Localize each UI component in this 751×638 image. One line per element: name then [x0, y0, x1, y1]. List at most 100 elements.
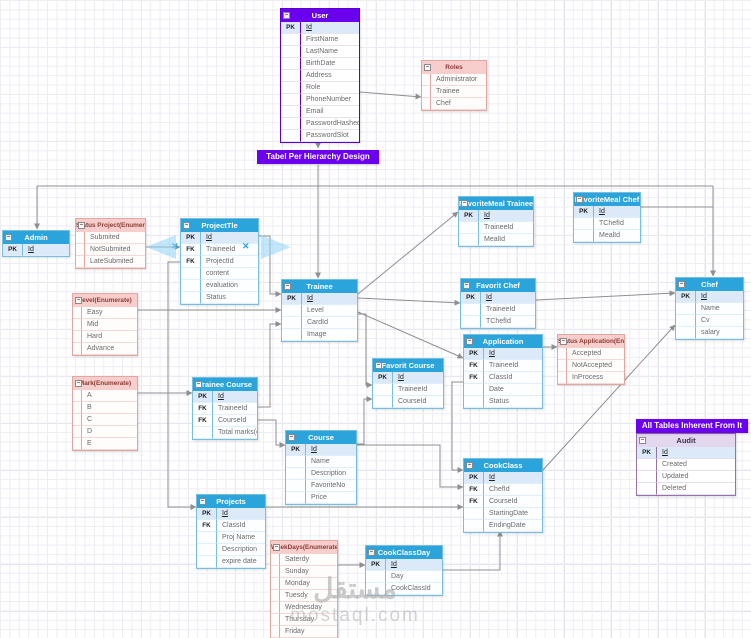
connector-projecttle-projects[interactable] [167, 261, 197, 510]
entity-row[interactable]: C [73, 414, 137, 426]
entity-row[interactable]: Name [676, 303, 743, 315]
collapse-icon[interactable]: – [183, 222, 190, 229]
entity-row[interactable]: expire date [197, 556, 265, 568]
entity-row[interactable]: Status [181, 292, 258, 304]
entity-title-status-application[interactable]: –Status Application(Enumerate) [558, 335, 624, 348]
entity-row[interactable]: FirstName [281, 34, 359, 46]
entity-title-level-enum[interactable]: –Level(Enumerate) [73, 294, 137, 307]
collapse-icon[interactable]: – [576, 196, 583, 203]
entity-row[interactable]: PasswordSlot [281, 130, 359, 142]
entity-row[interactable]: B [73, 402, 137, 414]
entity-row[interactable]: TChefId [461, 316, 535, 328]
entity-title-roles[interactable]: –Roles [422, 61, 486, 74]
entity-title-favorit-chef[interactable]: –Favorit Chef [461, 279, 535, 292]
entity-row[interactable]: MealId [574, 230, 640, 242]
entity-row[interactable]: CardId [282, 317, 357, 329]
entity-row[interactable]: Cv [676, 315, 743, 327]
nav-arrow-right-icon[interactable] [261, 235, 291, 259]
entity-row[interactable]: CourseId [373, 396, 443, 408]
collapse-icon[interactable]: – [375, 362, 382, 369]
entity-title-trainee[interactable]: –Trainee [282, 280, 357, 293]
entity-row[interactable]: TraineeId [461, 304, 535, 316]
entity-title-projects[interactable]: –Projects [197, 495, 265, 508]
inheritance-note-label[interactable]: All Tables Inherent From It [636, 419, 748, 433]
collapse-icon[interactable]: – [75, 380, 82, 387]
entity-row[interactable]: MealId [459, 234, 533, 246]
collapse-icon[interactable]: – [283, 12, 290, 19]
entity-row[interactable]: Description [286, 468, 356, 480]
connector-application-cookclass[interactable] [451, 381, 464, 473]
entity-row[interactable]: TraineeId [459, 222, 533, 234]
connector-trainee-favoritchef[interactable] [357, 297, 461, 306]
entity-title-projecttle[interactable]: –ProjectTle [181, 219, 258, 232]
entity-row[interactable]: E [73, 438, 137, 450]
entity-row[interactable]: Total marks(enum) [193, 427, 257, 439]
collapse-icon[interactable]: – [284, 283, 291, 290]
collapse-icon[interactable]: – [463, 282, 470, 289]
entity-row[interactable]: EndingDate [464, 520, 542, 532]
entity-row[interactable]: TraineeId [373, 384, 443, 396]
collapse-icon[interactable]: – [5, 234, 12, 241]
entity-row[interactable]: Description [197, 544, 265, 556]
entity-row[interactable]: Sunday [271, 566, 337, 578]
entity-row[interactable]: Advance [73, 343, 137, 355]
entity-title-cookclass[interactable]: –CookClass [464, 459, 542, 472]
connector-user-roles[interactable] [359, 91, 422, 100]
entity-row[interactable]: D [73, 426, 137, 438]
collapse-icon[interactable]: – [639, 437, 646, 444]
entity-row[interactable]: Submited [76, 232, 145, 244]
collapse-icon[interactable]: – [288, 434, 295, 441]
collapse-icon[interactable]: – [368, 549, 375, 556]
collapse-icon[interactable]: – [273, 544, 280, 551]
entity-row[interactable]: Administrator [422, 74, 486, 86]
collapse-icon[interactable]: – [466, 462, 473, 469]
connector-traineecourse-course[interactable] [258, 419, 286, 448]
entity-row[interactable]: Role [281, 82, 359, 94]
entity-row[interactable]: Day [366, 571, 442, 583]
entity-title-mark-enum[interactable]: –Mark(Enumerate) [73, 377, 137, 390]
entity-row[interactable]: Status [464, 396, 542, 408]
entity-row[interactable]: Proj Name [197, 532, 265, 544]
entity-status-application[interactable]: –Status Application(Enumerate)AcceptedNo… [557, 334, 625, 385]
entity-title-application[interactable]: –Application [464, 335, 542, 348]
entity-row[interactable]: CookClassId [366, 583, 442, 595]
entity-row[interactable]: LateSubmited [76, 256, 145, 268]
collapse-icon[interactable]: – [75, 297, 82, 304]
entity-row[interactable]: Price [286, 492, 356, 504]
entity-row[interactable]: Hard [73, 331, 137, 343]
entity-row[interactable]: PasswordHashed [281, 118, 359, 130]
edge-endpoint-x-right-icon[interactable]: ✕ [242, 241, 250, 251]
entity-row[interactable]: Deleted [637, 483, 735, 495]
entity-row[interactable]: InProcess [558, 372, 624, 384]
collapse-icon[interactable]: – [78, 222, 85, 229]
entity-row[interactable]: Address [281, 70, 359, 82]
connector-course-favoritcourse[interactable] [357, 396, 373, 445]
entity-row[interactable]: Friday [271, 626, 337, 638]
entity-row[interactable]: Mid [73, 319, 137, 331]
